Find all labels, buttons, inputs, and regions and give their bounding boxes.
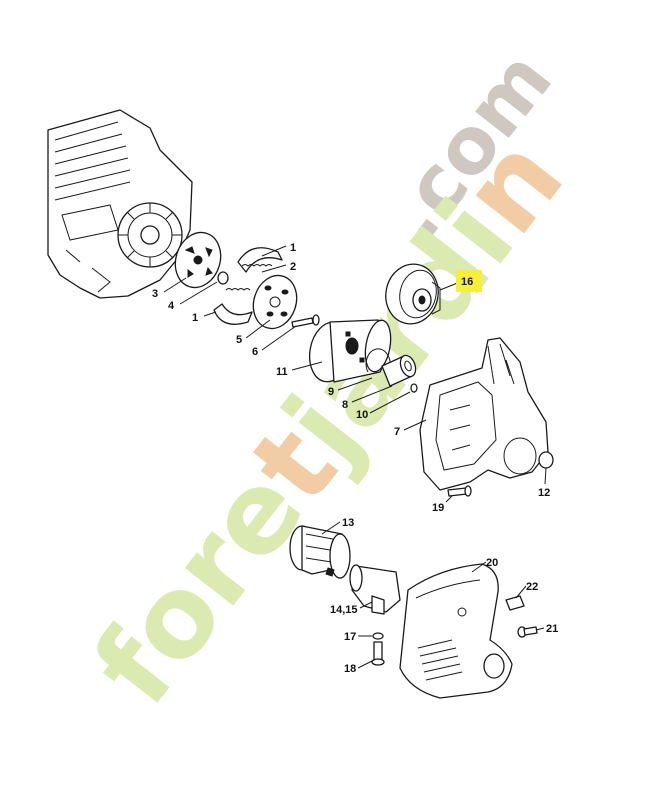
screw-part-21 bbox=[517, 626, 538, 638]
washer-part-10 bbox=[410, 383, 418, 393]
drive-part-13 bbox=[289, 525, 351, 579]
label-part-7: 7 bbox=[394, 426, 400, 438]
label-part-19: 19 bbox=[432, 502, 444, 514]
screw-part-18 bbox=[371, 641, 385, 666]
clip-part-22 bbox=[505, 595, 525, 611]
sleeve-part-14-15 bbox=[349, 564, 401, 615]
cover-part-20 bbox=[399, 563, 513, 699]
highlight-part-16 bbox=[456, 270, 482, 292]
washer-part-4 bbox=[217, 271, 229, 285]
clutch-springs-part-2 bbox=[225, 264, 273, 291]
label-part-1: 1 bbox=[290, 242, 296, 254]
label-part-9: 9 bbox=[328, 386, 334, 398]
label-part-21: 21 bbox=[546, 623, 558, 635]
label-part-10: 10 bbox=[356, 409, 368, 421]
part-labels: 1 2 3 4 1 5 6 11 9 8 10 16 7 12 19 13 20… bbox=[152, 242, 558, 675]
clutch-carrier-part-3 bbox=[174, 231, 222, 289]
engine-block bbox=[47, 109, 193, 299]
label-part-14-15: 14,15 bbox=[330, 604, 358, 616]
label-part-20: 20 bbox=[486, 557, 498, 569]
label-part-11: 11 bbox=[276, 366, 288, 378]
needle-bearing-part-8 bbox=[381, 354, 417, 387]
leader-lines bbox=[163, 245, 547, 669]
label-part-8: 8 bbox=[342, 399, 348, 411]
screw-part-19 bbox=[447, 485, 472, 497]
washer-part-17 bbox=[372, 632, 384, 640]
o-ring-part-12 bbox=[538, 451, 554, 469]
circlip-part-9 bbox=[365, 348, 391, 373]
label-part-2: 2 bbox=[290, 261, 296, 273]
label-part-18: 18 bbox=[344, 663, 356, 675]
label-part-4: 4 bbox=[168, 300, 175, 312]
clutch-drum-part-16 bbox=[385, 263, 441, 325]
label-part-6: 6 bbox=[252, 346, 258, 358]
label-part-17: 17 bbox=[344, 631, 356, 643]
clutch-shoe-lower-part-1 bbox=[213, 303, 253, 325]
label-part-1-lower: 1 bbox=[192, 312, 198, 324]
label-part-3: 3 bbox=[152, 288, 158, 300]
screw-part-6 bbox=[291, 314, 320, 328]
label-part-5: 5 bbox=[236, 334, 242, 346]
label-part-12: 12 bbox=[538, 487, 550, 499]
label-part-16: 16 bbox=[461, 276, 473, 288]
clutch-drum-part-11 bbox=[308, 319, 392, 383]
label-part-13: 13 bbox=[342, 517, 354, 529]
clutch-plate-part-5 bbox=[252, 274, 298, 330]
label-part-22: 22 bbox=[526, 581, 538, 593]
